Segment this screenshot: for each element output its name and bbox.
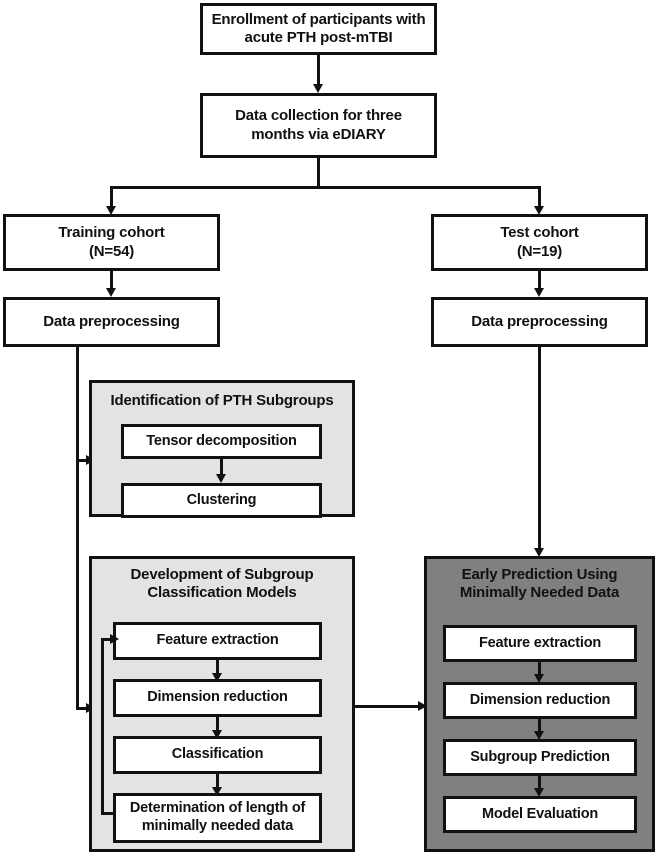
- connector-feature-to-dimension-right: [538, 662, 541, 678]
- connector-feedback-bottom: [101, 812, 115, 815]
- node-enrollment-line1: Enrollment of participants with: [211, 10, 426, 28]
- connector-classification-to-determination: [216, 774, 219, 791]
- node-data-collection-line2: months via eDIARY: [251, 125, 386, 143]
- arrowhead-training-to-preprocessing: [106, 288, 116, 297]
- arrowhead-dimension-to-subgroup-prediction: [534, 731, 544, 740]
- panel-early-prediction-title-line2: Minimally Needed Data: [459, 584, 620, 602]
- node-dimension-reduction-left: Dimension reduction: [113, 679, 322, 717]
- node-training-cohort: Training cohort (N=54): [3, 214, 220, 271]
- node-test-cohort-line1: Test cohort: [500, 224, 579, 242]
- connector-right-trunk: [538, 347, 541, 552]
- arrowhead-right-to-early-prediction: [534, 548, 544, 557]
- connector-split-horizontal: [110, 186, 540, 189]
- arrowhead-to-test-cohort: [534, 206, 544, 215]
- arrowhead-tensor-to-clustering: [216, 474, 226, 483]
- node-data-collection-line1: Data collection for three: [235, 107, 402, 125]
- node-dimension-reduction-right: Dimension reduction: [443, 682, 637, 719]
- node-classification: Classification: [113, 736, 322, 774]
- node-training-cohort-line1: Training cohort: [58, 224, 165, 242]
- node-data-preprocessing-left: Data preprocessing: [3, 297, 220, 347]
- node-data-collection: Data collection for three months via eDI…: [200, 93, 437, 158]
- connector-enrollment-to-collection: [317, 55, 320, 86]
- node-data-preprocessing-right: Data preprocessing: [431, 297, 648, 347]
- node-subgroup-prediction: Subgroup Prediction: [443, 739, 637, 776]
- node-test-cohort-line2: (N=19): [516, 242, 563, 260]
- panel-development-title-line1: Development of Subgroup: [130, 566, 314, 583]
- arrowhead-test-to-preprocessing: [534, 288, 544, 297]
- connector-training-to-preprocessing: [110, 271, 113, 291]
- connector-left-trunk: [76, 347, 79, 710]
- panel-early-prediction-title-line1: Early Prediction Using: [461, 566, 618, 583]
- node-feature-extraction-right: Feature extraction: [443, 625, 637, 662]
- connector-dimension-to-classification: [216, 717, 219, 734]
- panel-development-title: Development of Subgroup Classification M…: [89, 566, 355, 603]
- connector-feature-to-dimension-left: [216, 660, 219, 677]
- node-determination-line1: Determination of length of: [129, 800, 306, 817]
- connector-dimension-to-subgroup-prediction: [538, 719, 541, 735]
- connector-left-to-development: [76, 707, 89, 710]
- node-training-cohort-line2: (N=54): [88, 242, 135, 260]
- connector-feedback-vertical: [101, 638, 104, 814]
- arrowhead-dimension-to-classification: [212, 730, 222, 739]
- connector-tensor-to-clustering: [220, 459, 223, 477]
- panel-identification-title: Identification of PTH Subgroups: [110, 392, 334, 409]
- arrowhead-to-training-cohort: [106, 206, 116, 215]
- node-enrollment: Enrollment of participants with acute PT…: [200, 3, 437, 55]
- arrowhead-subgroup-to-model-evaluation: [534, 788, 544, 797]
- connector-collection-stem: [317, 158, 320, 189]
- arrowhead-feedback-to-feature-extraction: [110, 634, 119, 644]
- node-feature-extraction-left: Feature extraction: [113, 622, 322, 660]
- arrowhead-classification-to-determination: [212, 787, 222, 796]
- node-test-cohort: Test cohort (N=19): [431, 214, 648, 271]
- connector-split-left-down: [110, 186, 113, 208]
- node-enrollment-line2: acute PTH post-mTBI: [244, 29, 393, 46]
- node-determination-of-length: Determination of length of minimally nee…: [113, 793, 322, 843]
- node-clustering: Clustering: [121, 483, 322, 518]
- arrowhead-enrollment-to-collection: [313, 84, 323, 93]
- connector-development-to-early-prediction: [355, 705, 427, 708]
- connector-test-to-preprocessing: [538, 271, 541, 291]
- connector-subgroup-to-model-evaluation: [538, 776, 541, 792]
- node-tensor-decomposition: Tensor decomposition: [121, 424, 322, 459]
- panel-development-title-line2: Classification Models: [147, 584, 297, 602]
- node-model-evaluation: Model Evaluation: [443, 796, 637, 833]
- connector-left-to-identification: [76, 459, 89, 462]
- arrowhead-feature-to-dimension-right: [534, 674, 544, 683]
- connector-feedback-top: [101, 638, 113, 641]
- connector-split-right-down: [538, 186, 541, 208]
- panel-early-prediction-title: Early Prediction Using Minimally Needed …: [424, 566, 655, 603]
- arrowhead-feature-to-dimension-left: [212, 673, 222, 682]
- arrowhead-development-to-early-prediction: [418, 701, 427, 711]
- node-determination-line2: minimally needed data: [141, 818, 294, 834]
